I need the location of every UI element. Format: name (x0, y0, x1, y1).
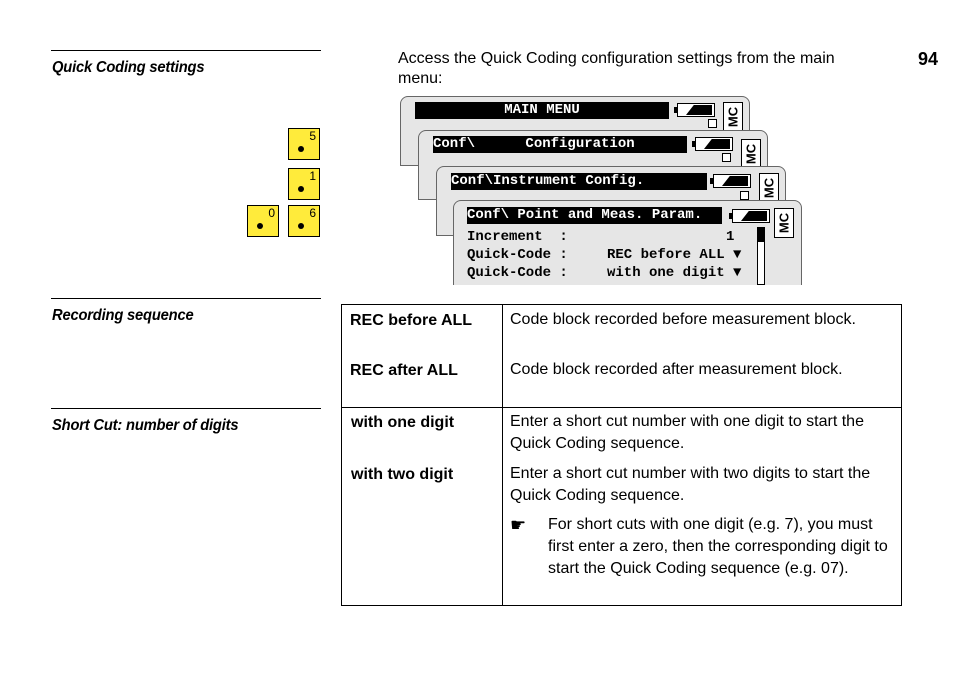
mc-badge: MC (774, 208, 794, 238)
table-divider (502, 305, 503, 407)
term-rec-before-all: REC before ALL (350, 312, 473, 329)
desc-rec-before-all: Code block recorded before measurement b… (510, 311, 856, 328)
screen-title: Conf\Instrument Config. (451, 173, 707, 190)
mc-badge: MC (723, 102, 743, 132)
intro-text: Access the Quick Coding configuration se… (398, 50, 835, 87)
setting-label-quick-code-digits: Quick-Code : (467, 265, 568, 281)
scrollbar[interactable] (757, 227, 765, 285)
screen-title: Conf\ Configuration (433, 136, 687, 153)
short-cut-table: with one digit Enter a short cut number … (341, 407, 902, 606)
key-dot-icon (257, 223, 263, 229)
key-0: 0 (247, 205, 279, 237)
key-number: 5 (309, 129, 316, 143)
mc-badge: MC (741, 139, 761, 169)
table-divider (502, 408, 503, 605)
term-with-one-digit: with one digit (351, 414, 455, 431)
key-dot-icon (298, 223, 304, 229)
battery-icon (674, 103, 715, 117)
setting-value-quick-code-digits[interactable]: with one digit ▼ (607, 265, 742, 281)
battery-icon (692, 137, 733, 151)
mc-badge: MC (759, 173, 779, 203)
scrollbar-thumb[interactable] (758, 228, 764, 242)
battery-icon (710, 174, 751, 188)
setting-label-increment: Increment : (467, 229, 568, 245)
section-title-short-cut: Short Cut: number of digits (52, 417, 239, 434)
section-rule (51, 50, 321, 51)
term-with-two-digit: with two digit (351, 466, 454, 483)
key-5: 5 (288, 128, 320, 160)
note-text: For short cuts with one digit (e.g. 7), … (548, 516, 888, 577)
key-number: 0 (268, 206, 275, 220)
page-number: 94 (918, 49, 939, 69)
desc-rec-after-all: Code block recorded after measurement bl… (510, 361, 843, 378)
battery-icon (729, 209, 770, 223)
section-title-recording: Recording sequence (52, 307, 194, 324)
desc-with-one-digit: Enter a short cut number with one digit … (510, 413, 864, 452)
key-dot-icon (298, 186, 304, 192)
key-6: 6 (288, 205, 320, 237)
setting-value-quick-code-sequence[interactable]: REC before ALL ▼ (607, 247, 742, 263)
screen-title: Conf\ Point and Meas. Param. (467, 207, 722, 224)
key-1: 1 (288, 168, 320, 200)
key-number: 6 (309, 206, 316, 220)
recording-sequence-table: REC before ALL Code block recorded befor… (341, 304, 902, 408)
term-rec-after-all: REC after ALL (350, 362, 458, 379)
pointing-hand-icon: ☛ (510, 515, 527, 535)
section-rule (51, 298, 321, 299)
section-rule (51, 408, 321, 409)
square-icon (722, 153, 731, 162)
square-icon (740, 191, 749, 200)
setting-label-quick-code-sequence: Quick-Code : (467, 247, 568, 263)
key-dot-icon (298, 146, 304, 152)
square-icon (708, 119, 717, 128)
section-title-quick-coding: Quick Coding settings (52, 59, 205, 76)
screen-point-meas-param: Conf\ Point and Meas. Param. MC Incremen… (453, 200, 802, 285)
screen-title: MAIN MENU (415, 102, 669, 119)
desc-with-two-digit: Enter a short cut number with two digits… (510, 465, 871, 504)
setting-value-increment[interactable]: 1 (726, 229, 735, 245)
key-number: 1 (309, 169, 316, 183)
